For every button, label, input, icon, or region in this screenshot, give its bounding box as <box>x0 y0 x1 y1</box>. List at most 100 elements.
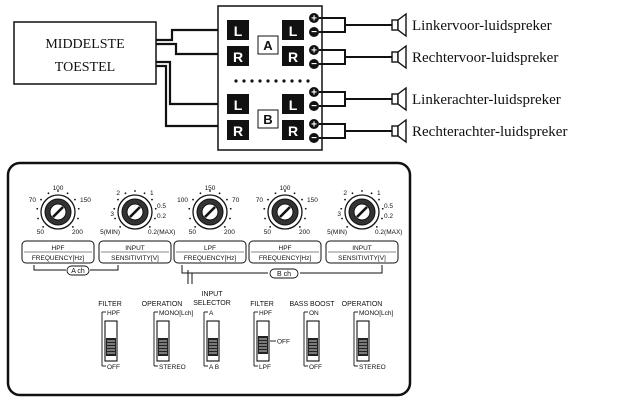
knob-tick-label: 0.2 <box>157 213 166 220</box>
slide-switch[interactable]: BASS BOOST ON OFF <box>289 301 335 371</box>
switch-bottom-label: STEREO <box>359 364 386 371</box>
knob-tick-label: 1 <box>150 190 154 197</box>
switch-bottom-label: A B <box>209 364 219 371</box>
slide-switch[interactable]: FILTER HPF LPF OFF <box>250 301 290 371</box>
terminal-a-output-right: R <box>288 49 298 65</box>
switch-bottom-label: LPF <box>259 364 271 371</box>
knob-tick-label: 0.2 <box>384 213 393 220</box>
knob-tick-label: 100 <box>280 185 291 192</box>
switch-top-label: HPF <box>259 310 272 317</box>
knob-tick-label: 70 <box>256 197 264 204</box>
knob-tick-label: 70 <box>232 197 240 204</box>
plus-minus-terminals-a: + − + − <box>309 13 319 70</box>
knob-tick-label: 50 <box>264 229 272 236</box>
svg-text:+: + <box>311 14 317 25</box>
slide-switch[interactable]: INPUT SELECTOR A A B <box>193 291 231 371</box>
switch-top-label: MONO[Lch] <box>159 310 194 317</box>
knob-tick-label: 0.2(MAX) <box>148 229 175 236</box>
svg-text:−: − <box>311 101 317 112</box>
section-divider-dots <box>234 79 310 83</box>
switch-top-label: ON <box>309 310 319 317</box>
knob-tick-label: 50 <box>37 229 45 236</box>
svg-text:+: + <box>311 120 317 131</box>
knob-label: FREQUENCY[Hz] <box>184 255 237 262</box>
channel-b-group-label: B ch <box>277 271 291 278</box>
switch-title: OPERATION <box>342 301 383 308</box>
switch-middle-label: OFF <box>277 339 290 346</box>
knob-tick-label: 2 <box>116 190 120 197</box>
knob-tick-label: 0.2(MAX) <box>375 229 402 236</box>
terminal-a-input-left: L <box>234 23 243 39</box>
knob-tick-label: 200 <box>224 229 235 236</box>
knob-tick-label: 1 <box>377 190 381 197</box>
switch-top-label: A <box>209 310 214 317</box>
svg-text:−: − <box>311 27 317 38</box>
speaker-label-front-left: Linkervoor-luidspreker <box>412 18 552 34</box>
channel-b-label: B <box>263 112 272 127</box>
speaker-icon <box>391 118 407 144</box>
terminal-section-b: L R B L R + − + − <box>227 87 319 144</box>
speaker-icon <box>391 44 407 70</box>
knob-label: INPUT <box>125 245 145 252</box>
knob-tick-label: 3 <box>110 211 114 218</box>
knob-label: LPF <box>204 245 216 252</box>
source-unit-box <box>13 21 157 85</box>
switch-top-label: MONO[Lch] <box>359 310 394 317</box>
speaker-icon <box>391 12 407 38</box>
switch-title: OPERATION <box>142 301 183 308</box>
knob-label: SENSITIVITY[V] <box>111 255 159 262</box>
switch-title: INPUT <box>202 291 224 298</box>
knob-label: FREQUENCY[Hz] <box>259 255 312 262</box>
speaker-icon <box>391 86 407 112</box>
slide-switch[interactable]: OPERATION MONO[Lch] STEREO <box>142 301 194 371</box>
switch-title: FILTER <box>98 301 122 308</box>
knob-tick-label: 3 <box>337 211 341 218</box>
terminal-b-input-left: L <box>234 97 243 113</box>
switch-bottom-label: STEREO <box>159 364 186 371</box>
svg-text:−: − <box>311 59 317 70</box>
switch-title: FILTER <box>250 301 274 308</box>
knob-tick-label: 150 <box>205 185 216 192</box>
switch-title: SELECTOR <box>193 300 231 307</box>
switch-top-label: HPF <box>107 310 120 317</box>
knob-tick-label: 0.5 <box>384 203 393 210</box>
svg-text:+: + <box>311 46 317 57</box>
switch-bottom-label: OFF <box>107 364 120 371</box>
slide-switch[interactable]: FILTER HPF OFF <box>98 301 122 371</box>
channel-brackets <box>33 265 383 284</box>
knob-label: HPF <box>279 245 292 252</box>
slide-switch[interactable]: OPERATION MONO[Lch] STEREO <box>342 301 394 371</box>
terminal-a-input-right: R <box>233 49 243 65</box>
svg-text:−: − <box>311 133 317 144</box>
svg-text:+: + <box>311 88 317 99</box>
knob[interactable]: 2 10.5 3 0.2 5(MIN) 0.2(MAX) INPUT SENSITIVITY[… <box>98 190 175 264</box>
knob-tick-label: 70 <box>29 197 37 204</box>
channel-a-label: A <box>263 38 273 53</box>
knob-tick-label: 50 <box>189 229 197 236</box>
knob-label: HPF <box>52 245 65 252</box>
plus-minus-terminals-b: + − + − <box>309 87 319 144</box>
knob-label: FREQUENCY[Hz] <box>32 255 85 262</box>
wiring-diagram: MIDDELSTE TOESTEL L R A L R + − + <box>13 5 567 151</box>
switch-title: BASS BOOST <box>289 301 335 308</box>
knob-tick-label: 0.5 <box>157 203 166 210</box>
knob-tick-label: 150 <box>80 197 91 204</box>
terminal-b-input-right: R <box>233 123 243 139</box>
terminal-a-output-left: L <box>289 23 298 39</box>
speaker-label-front-right: Rechtervoor-luidspreker <box>412 50 558 66</box>
switch-bottom-label: OFF <box>309 364 322 371</box>
knob-tick-label: 5(MIN) <box>327 229 347 236</box>
knob-label: SENSITIVITY[V] <box>338 255 386 262</box>
knob-tick-label: 200 <box>299 229 310 236</box>
knob-tick-label: 5(MIN) <box>100 229 120 236</box>
knob-tick-label: 100 <box>53 185 64 192</box>
terminal-b-output-right: R <box>288 123 298 139</box>
speaker-label-rear-left: Linkerachter-luidspreker <box>412 92 561 108</box>
source-wires <box>156 28 225 128</box>
knob-tick-label: 200 <box>72 229 83 236</box>
knob-label: INPUT <box>352 245 372 252</box>
